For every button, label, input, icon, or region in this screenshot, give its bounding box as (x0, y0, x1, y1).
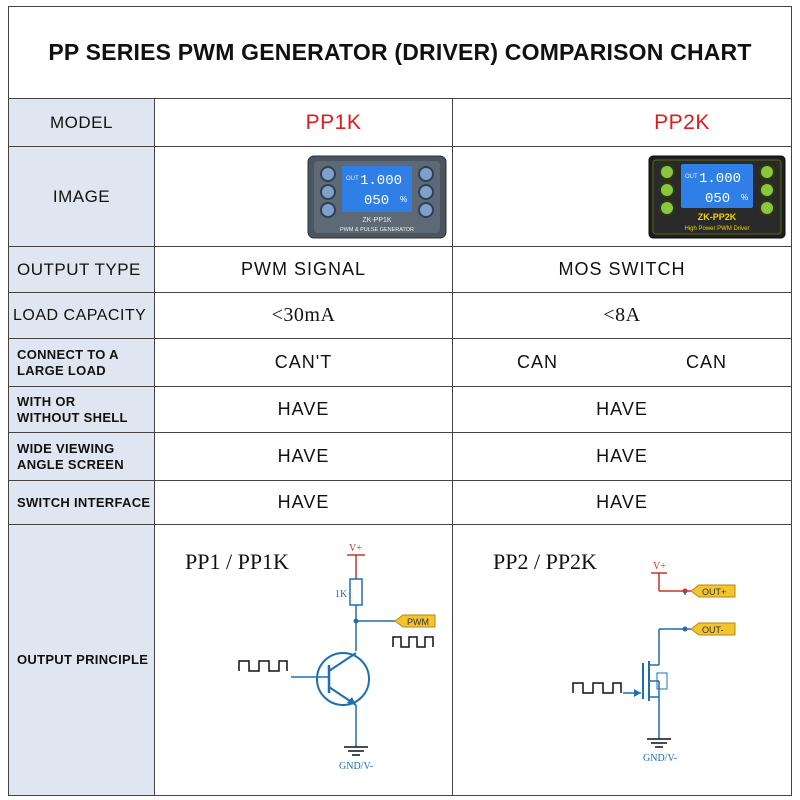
row-label-output-type: OUTPUT TYPE (9, 247, 155, 293)
pp1k-connect-large-load: CAN'T (155, 339, 453, 387)
pp1k-model-cell: PP1K (155, 99, 453, 147)
pp1k-circuit-cell: PP1 / PP1K V+ 1K PWM (155, 525, 453, 795)
row-label-load-capacity: LOAD CAPACITY (9, 293, 155, 339)
row-label-viewing-line1: WIDE VIEWING (17, 440, 115, 456)
pp2k-vplus-label: V+ (653, 561, 666, 572)
row-label-shell-line1: WITH OR (17, 393, 76, 409)
row-label-connect-line2: LARGE LOAD (17, 362, 106, 378)
comparison-chart: PP SERIES PWM GENERATOR (DRIVER) COMPARI… (8, 6, 792, 796)
pp1k-model-name: PP1K (305, 110, 362, 134)
pp2k-image-cell: OUT 1.000 050 % ZK-PP2K High Power PWM D… (453, 147, 791, 247)
pp2k-viewing: HAVE (453, 433, 791, 481)
pp1k-circuit-diagram: PP1 / PP1K V+ 1K PWM (185, 543, 436, 772)
pp2k-connect-large-load: CAN CAN (453, 339, 791, 387)
pp2k-out-plus-label: OUT+ (702, 587, 726, 597)
pp2k-switch-interface: HAVE (453, 481, 791, 525)
pp2k-button-icon (659, 163, 675, 180)
pp1k-load-capacity: <30mA (155, 293, 453, 339)
pp1k-pwm-tag (394, 614, 436, 628)
pp2k-button-icon (759, 181, 775, 198)
pp2k-device-image: OUT 1.000 050 % ZK-PP2K High Power PWM D… (648, 155, 786, 238)
pp1k-button-icon (418, 201, 434, 218)
pp2k-out-plus-tag (690, 584, 736, 598)
pp1k-ground-label: GND/V- (339, 761, 373, 772)
row-label-connect-large-load: CONNECT TO A LARGE LOAD (9, 339, 155, 387)
pp2k-circuit-cell: PP2 / PP2K V+ OUT+ OUT- (453, 525, 791, 795)
pp1k-circuit-heading: PP1 / PP1K (185, 549, 289, 574)
comparison-table: MODEL PP1K PP2K IMAGE OUT 1.000 050 (9, 99, 791, 795)
pp2k-button-icon (659, 181, 675, 198)
pp2k-circuit-diagram: PP2 / PP2K V+ OUT+ OUT- (493, 549, 736, 764)
pp1k-switch-interface: HAVE (155, 481, 453, 525)
pp1k-image-cell: OUT 1.000 050 % ZK-PP1K PWM & PULSE GENE… (155, 147, 453, 247)
pp2k-shell: HAVE (453, 387, 791, 433)
pp2k-button-icon (659, 199, 675, 216)
pp2k-out-minus-label: OUT- (702, 625, 724, 635)
pp1k-device-caption: PWM & PULSE GENERATOR (340, 227, 414, 233)
pp2k-model-cell: PP2K (453, 99, 791, 147)
pp1k-button-icon (320, 183, 336, 200)
pp1k-button-icon (320, 201, 336, 218)
chart-title: PP SERIES PWM GENERATOR (DRIVER) COMPARI… (9, 7, 791, 99)
row-label-model: MODEL (9, 99, 155, 147)
pp2k-model-name: PP2K (654, 110, 710, 134)
pp2k-load-capacity: <8A (453, 293, 791, 339)
pp1k-device-name: ZK-PP1K (362, 217, 392, 224)
pp2k-lcd-screen (681, 163, 753, 208)
pp1k-resistor-label: 1K (335, 589, 348, 600)
pp2k-circuit-heading: PP2 / PP2K (493, 549, 597, 574)
row-label-output-principle: OUTPUT PRINCIPLE (9, 525, 155, 795)
pp2k-out-minus-tag (690, 622, 736, 636)
row-label-shell-line2: WITHOUT SHELL (17, 409, 128, 425)
pp2k-lcd-out: OUT (685, 174, 698, 180)
pp2k-lcd-line2: 050 (705, 191, 730, 207)
pp2k-button-icon (759, 163, 775, 180)
pp2k-lcd-unit: % (741, 193, 748, 202)
pp1k-lcd-line2: 050 (364, 193, 389, 209)
pp2k-lcd-line1: 1.000 (699, 171, 741, 187)
pp2k-connect-value-a: CAN (516, 352, 558, 372)
pp1k-lcd-unit: % (400, 195, 407, 204)
row-label-switch-interface: SWITCH INTERFACE (9, 481, 155, 525)
pp1k-pwm-tag-label: PWM (407, 617, 429, 627)
pp1k-device-image: OUT 1.000 050 % ZK-PP1K PWM & PULSE GENE… (307, 155, 447, 238)
pp1k-output-type: PWM SIGNAL (155, 247, 453, 293)
pp2k-device-name: ZK-PP2K (698, 212, 737, 222)
row-label-connect-line1: CONNECT TO A (17, 346, 119, 362)
pp1k-lcd-line1: 1.000 (360, 173, 402, 189)
pp1k-button-icon (320, 165, 336, 182)
pp2k-button-icon (759, 199, 775, 216)
pp2k-output-type: MOS SWITCH (453, 247, 791, 293)
row-label-image: IMAGE (9, 147, 155, 247)
pp1k-viewing: HAVE (155, 433, 453, 481)
row-label-viewing-line2: ANGLE SCREEN (17, 456, 124, 472)
pp1k-shell: HAVE (155, 387, 453, 433)
row-label-shell: WITH OR WITHOUT SHELL (9, 387, 155, 433)
row-label-viewing: WIDE VIEWING ANGLE SCREEN (9, 433, 155, 481)
pp2k-device-caption: High Power PWM Driver (684, 226, 749, 232)
pp1k-lcd-screen (342, 165, 412, 212)
pp1k-vplus-label: V+ (349, 543, 362, 554)
pp1k-lcd-out: OUT (346, 176, 359, 182)
pp2k-connect-value-b: CAN (685, 352, 727, 372)
pp1k-button-icon (418, 183, 434, 200)
pp2k-ground-label: GND/V- (643, 753, 677, 764)
pp1k-resistor (349, 578, 363, 606)
pp1k-transistor-symbol (316, 652, 370, 706)
pp1k-button-icon (418, 165, 434, 182)
